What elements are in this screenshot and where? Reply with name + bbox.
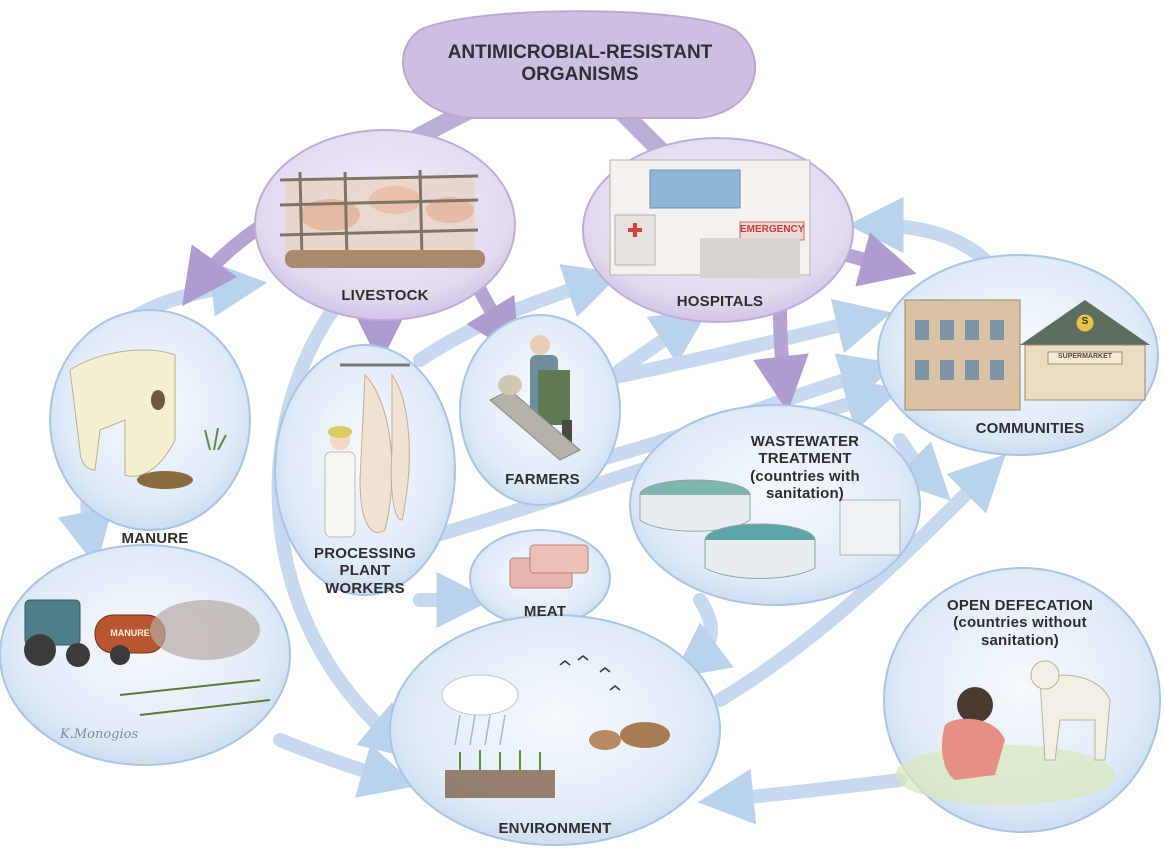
node-label-hospitals: HOSPITALS (676, 293, 764, 310)
manure-tank-label: MANURE (110, 628, 150, 638)
node-label-processing: PROCESSING PLANT WORKERS (313, 545, 417, 597)
farmers-bubble (459, 314, 621, 506)
hospitals-bubble (582, 137, 854, 323)
supermarket-sign: SUPERMARKET (1057, 353, 1113, 360)
artist-signature: K.Monogios (60, 727, 139, 742)
title-bubble (402, 10, 757, 119)
node-label-farmers: FARMERS (505, 471, 580, 488)
open-defecation-bubble (883, 567, 1161, 833)
node-label-wastewater: WASTEWATER TREATMENT (countries with san… (750, 433, 860, 502)
diagram-title: ANTIMICROBIAL-RESISTANT ORGANISMS (447, 42, 713, 85)
supermarket-logo: S (1081, 316, 1089, 327)
manure-spreading-bubble (0, 544, 291, 766)
node-label-communities: COMMUNITIES (975, 420, 1085, 437)
communities-bubble (877, 254, 1159, 456)
hospital-emergency-sign: EMERGENCY (740, 224, 805, 235)
node-label-environment: ENVIRONMENT (498, 820, 612, 837)
node-label-manure: MANURE (121, 530, 189, 547)
wastewater-bubble (629, 404, 921, 606)
livestock-bubble (254, 129, 516, 321)
meat-bubble (469, 529, 611, 627)
processing-bubble (274, 344, 456, 596)
node-label-open-defecation: OPEN DEFECATION (countries without sanit… (946, 597, 1094, 649)
environment-bubble (389, 614, 721, 846)
node-label-livestock: LIVESTOCK (341, 287, 429, 304)
node-label-meat: MEAT (523, 603, 567, 620)
manure-bubble (49, 309, 251, 531)
